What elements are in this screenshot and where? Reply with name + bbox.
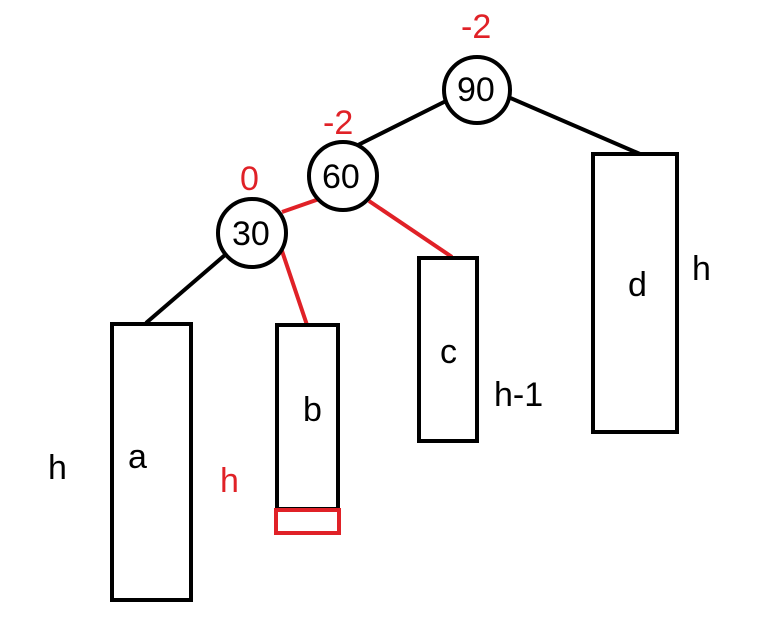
subtree-b-box bbox=[275, 323, 340, 511]
balance-30: 0 bbox=[240, 160, 259, 198]
subtree-a-height: h bbox=[48, 449, 67, 487]
subtree-a-label: a bbox=[128, 438, 147, 476]
subtree-a-box bbox=[110, 322, 193, 602]
edge-30-a bbox=[144, 253, 227, 325]
edge-60-c bbox=[367, 199, 454, 259]
node-30-circle bbox=[216, 197, 288, 269]
subtree-b-added-level bbox=[274, 508, 341, 535]
node-30-value: 30 bbox=[232, 215, 270, 253]
balance-60: -2 bbox=[323, 104, 354, 142]
subtree-d-box bbox=[591, 152, 679, 434]
edge-90-d bbox=[507, 95, 641, 156]
node-60-circle bbox=[307, 140, 379, 212]
subtree-d-height: h bbox=[692, 250, 711, 288]
subtree-c-height: h-1 bbox=[494, 376, 544, 414]
subtree-b-height: h bbox=[220, 462, 239, 500]
node-90-value: 90 bbox=[457, 71, 495, 109]
balance-90: -2 bbox=[461, 8, 492, 46]
node-90-circle bbox=[442, 55, 512, 125]
edge-30-60 bbox=[281, 196, 323, 214]
node-60-value: 60 bbox=[322, 158, 360, 196]
subtree-c-box bbox=[417, 256, 479, 443]
subtree-c-label: c bbox=[440, 333, 457, 371]
edge-30-b bbox=[278, 244, 309, 326]
subtree-d-label: d bbox=[628, 266, 647, 304]
edge-90-60 bbox=[357, 98, 449, 147]
subtree-b-label: b bbox=[303, 391, 322, 429]
